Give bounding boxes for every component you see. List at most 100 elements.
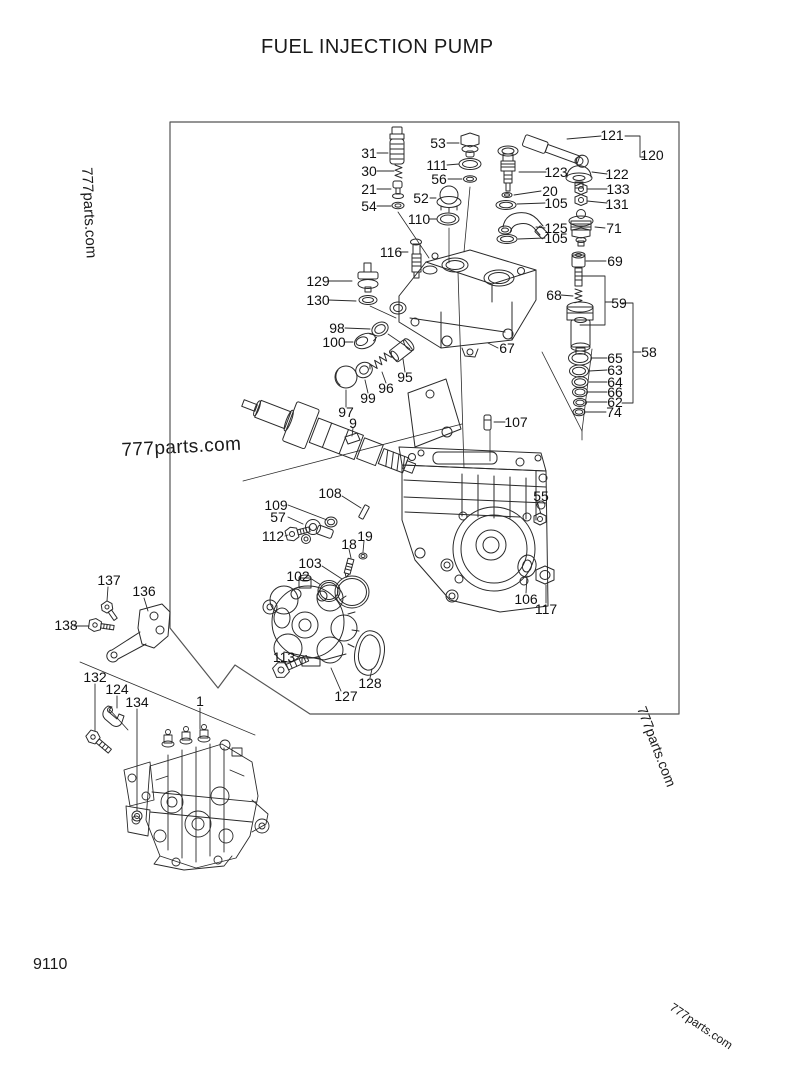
part-label-63: 63 [607,362,623,378]
guide-lines [79,186,593,736]
part-label-133: 133 [606,181,630,197]
part-64-ring [571,376,589,388]
part-74-ring [572,407,586,417]
part-label-132: 132 [83,669,107,685]
part-label-123: 123 [544,164,568,180]
part-label-122: 122 [605,166,629,182]
part-label-131: 131 [605,196,629,212]
part-camshaft [241,399,417,474]
part-136-bracket [106,603,171,663]
part-label-58: 58 [641,344,657,360]
part-105-ring-a [495,200,517,210]
part-label-129: 129 [306,273,330,289]
part-112-bolt [284,526,311,542]
leader-lines [73,135,646,812]
part-55-nut [533,512,547,526]
part-label-53: 53 [430,135,446,151]
part-63-ring [569,364,589,378]
part-nozzle [566,301,594,355]
part-label-98: 98 [329,320,345,336]
part-30 [394,164,403,179]
part-label-74: 74 [606,404,622,420]
part-19-ring [358,552,368,560]
part-label-116: 116 [379,244,403,260]
part-127-feed-pump [262,574,360,667]
part-label-21: 21 [361,181,377,197]
part-128-gasket [354,630,385,676]
part-20-ring [501,192,513,198]
part-label-18: 18 [341,536,357,552]
part-label-57: 57 [270,509,286,525]
part-121-banjo-bolt [522,134,589,168]
part-label-125: 125 [544,220,568,236]
part-label-106: 106 [514,591,538,607]
part-label-69: 69 [607,253,623,269]
part-label-100: 100 [322,334,346,350]
part-71-holder [568,209,594,247]
assembly-1-complete-pump [123,724,270,871]
part-132-bolt [85,729,112,754]
part-65-ring [568,350,592,366]
part-label-108: 108 [318,485,342,501]
part-label-130: 130 [306,292,330,308]
part-131-nut [574,194,588,206]
part-label-65: 65 [607,350,623,366]
part-label-96: 96 [378,380,394,396]
part-label-121: 121 [600,127,624,143]
part-54 [391,201,405,210]
part-label-20: 20 [542,183,558,199]
part-130 [358,295,378,305]
part-107-pin [483,414,492,431]
part-label-110: 110 [407,211,431,227]
part-label-9: 9 [349,415,357,431]
part-110 [436,212,460,226]
diagram-border [169,121,680,715]
part-label-124: 124 [105,681,129,697]
part-122-dome [565,156,593,189]
part-97 [334,365,358,389]
part-69-cup [571,251,586,268]
part-125-elbow [498,212,549,240]
part-pressure-pin [574,267,583,287]
part-label-54: 54 [361,198,377,214]
part-label-71: 71 [606,220,622,236]
part-31 [389,126,405,165]
part-95 [388,338,415,363]
part-105-ring-b [496,234,518,244]
part-53 [460,132,480,158]
part-109-ring [324,516,338,528]
part-label-67: 67 [499,340,515,356]
part-106-seal [517,554,537,578]
part-label-127: 127 [334,688,358,704]
part-label-105: 105 [544,230,568,246]
part-label-59: 59 [611,295,627,311]
part-label-117: 117 [534,601,558,617]
part-62-ring [573,398,587,407]
part-label-1: 1 [196,693,204,709]
part-label-128: 128 [358,675,382,691]
part-129 [357,262,379,293]
part-137-bolt [100,600,118,621]
part-98 [371,321,389,337]
part-21 [392,180,404,199]
part-label-105: 105 [544,195,568,211]
part-label-55: 55 [533,488,549,504]
part-96 [369,351,392,370]
part-111 [458,158,482,170]
part-label-102: 102 [286,568,310,584]
part-116 [410,238,422,279]
part-133-nut [574,183,588,195]
part-label-107: 107 [504,414,528,430]
part-99 [355,361,373,379]
part-label-111: 111 [426,157,448,173]
part-label-52: 52 [413,190,429,206]
part-label-30: 30 [361,163,377,179]
part-label-62: 62 [607,394,623,410]
part-label-68: 68 [546,287,562,303]
part-label-134: 134 [125,694,149,710]
part-label-109: 109 [264,497,288,513]
part-57-fitting [301,519,334,544]
part-66-ring [572,386,588,398]
